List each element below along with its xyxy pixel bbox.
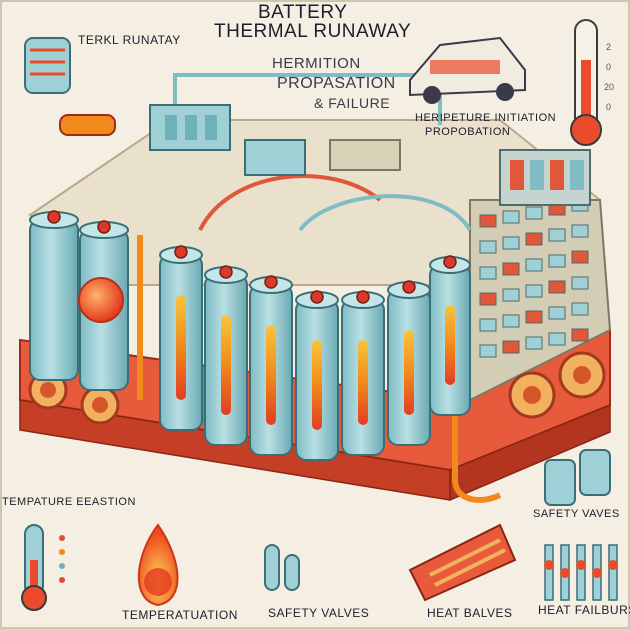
label-top-left: TERKL RUNATAY (78, 33, 181, 47)
battery-cell (160, 246, 202, 430)
electric-car-icon (410, 38, 525, 104)
label-heat-failures: HEAT FAILBURS (538, 603, 630, 617)
circuit-chip (503, 289, 519, 301)
circuit-chip (572, 251, 588, 263)
label-heat-bottom: HEAT BALVES (427, 606, 513, 620)
circuit-chip (549, 281, 565, 293)
circuit-chip (572, 329, 588, 341)
circuit-chip (503, 341, 519, 353)
label-phase-1: HERMITION (272, 55, 361, 72)
failure-bar (577, 545, 585, 600)
battery-cell (250, 276, 292, 455)
heat-failure-bars (544, 545, 618, 600)
label-right-1: HERIPETURE INITIATION (415, 112, 556, 124)
circuit-chip (503, 211, 519, 223)
circuit-chip (526, 259, 542, 271)
circuit-chip (526, 337, 542, 349)
circuit-chip (480, 345, 496, 357)
circuit-chip (503, 237, 519, 249)
circuit-chip (549, 307, 565, 319)
label-phase-2: PROPASATION (277, 75, 396, 93)
battery-cell (388, 281, 430, 445)
failure-marker (560, 568, 570, 578)
generator-icon (25, 38, 115, 135)
heat-valve-box (410, 525, 515, 600)
bottom-tubes (265, 545, 299, 590)
legend-dots-left (59, 535, 65, 583)
failure-marker (592, 568, 602, 578)
circuit-chip (549, 333, 565, 345)
label-safety-bottom: SAFETY VALVES (268, 606, 369, 620)
circuit-chip (572, 277, 588, 289)
failure-marker (544, 560, 554, 570)
battery-cell (296, 291, 338, 460)
label-safety-right: SAFETY VAVES (533, 508, 620, 520)
circuit-chip (526, 285, 542, 297)
circuit-chip (480, 215, 496, 227)
circuit-chip (480, 319, 496, 331)
thermometer-bottom-icon (22, 525, 46, 610)
title-line-2: THERMAL RUNAWAY (214, 21, 411, 43)
thermo-tick-2: 0 (606, 62, 611, 72)
label-right-2: PROPOBATION (425, 126, 510, 138)
battery-cell (30, 211, 78, 380)
failure-bar (609, 545, 617, 600)
thermometer-top-icon (571, 20, 601, 145)
label-temperature-bottom: TEMPERATUATION (122, 608, 238, 622)
label-left-mid: TEMPATURE EEASTION (2, 496, 136, 508)
safety-valve-cylinders (545, 450, 610, 505)
circuit-chip (480, 241, 496, 253)
circuit-chip (480, 267, 496, 279)
thermo-tick-3: 20 (604, 82, 614, 92)
battery-cell (430, 256, 470, 415)
battery-cell (342, 291, 384, 455)
circuit-chip (526, 233, 542, 245)
circuit-chip (480, 293, 496, 305)
failure-marker (576, 560, 586, 570)
circuit-chip (572, 225, 588, 237)
circuit-chip (572, 303, 588, 315)
failure-bar (545, 545, 553, 600)
battery-cell (205, 266, 247, 445)
thermo-tick-4: 0 (606, 102, 611, 112)
hotspot-core (79, 278, 123, 322)
circuit-chip (503, 315, 519, 327)
thermo-tick-1: 2 (606, 42, 611, 52)
circuit-chip (526, 207, 542, 219)
failure-marker (608, 560, 618, 570)
circuit-chip (549, 255, 565, 267)
circuit-chip (549, 229, 565, 241)
circuit-chip (503, 263, 519, 275)
circuit-chip (526, 311, 542, 323)
label-phase-3: & FAILURE (314, 95, 390, 111)
